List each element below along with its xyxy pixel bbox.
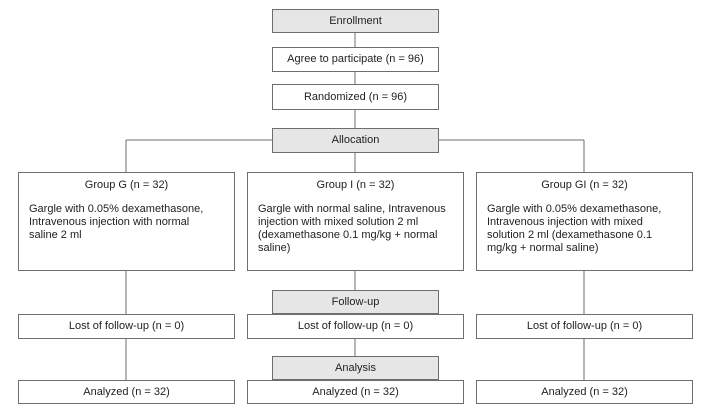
agree-label: Agree to participate (n = 96) [287, 53, 424, 65]
group-g-lost-box: Lost of follow-up (n = 0) [18, 314, 235, 339]
group-gi-title: Group GI (n = 32) [541, 179, 628, 191]
group-i-analyzed-label: Analyzed (n = 32) [312, 385, 399, 398]
group-i-title: Group I (n = 32) [316, 179, 395, 191]
group-gi-lost-box: Lost of follow-up (n = 0) [476, 314, 693, 339]
allocation-stage-box: Allocation [272, 128, 439, 153]
analysis-stage-box: Analysis [272, 356, 439, 380]
group-gi-analyzed-box: Analyzed (n = 32) [476, 380, 693, 404]
follow-up-stage-box: Follow-up [272, 290, 439, 314]
randomized-label: Randomized (n = 96) [303, 90, 408, 103]
group-i-lost-label: Lost of follow-up (n = 0) [297, 320, 414, 332]
group-i-description: Gargle with normal saline, Intravenous i… [258, 203, 446, 254]
group-gi-lost-label: Lost of follow-up (n = 0) [526, 320, 643, 332]
group-gi-description: Gargle with 0.05% dexamethasone, Intrave… [487, 203, 662, 254]
analysis-label: Analysis [335, 361, 376, 374]
group-i-box: Group I (n = 32) Gargle with normal sali… [247, 172, 464, 271]
group-i-lost-box: Lost of follow-up (n = 0) [247, 314, 464, 339]
group-g-title: Group G (n = 32) [84, 179, 169, 191]
enrollment-stage-box: Enrollment [272, 9, 439, 33]
group-gi-box: Group GI (n = 32) Gargle with 0.05% dexa… [476, 172, 693, 271]
enrollment-label: Enrollment [329, 14, 382, 27]
group-gi-analyzed-label: Analyzed (n = 32) [541, 385, 628, 398]
follow-up-label: Follow-up [331, 295, 380, 308]
group-g-lost-label: Lost of follow-up (n = 0) [68, 320, 185, 332]
randomized-box: Randomized (n = 96) [272, 84, 439, 110]
group-g-analyzed-label: Analyzed (n = 32) [83, 385, 170, 398]
group-i-analyzed-box: Analyzed (n = 32) [247, 380, 464, 404]
group-g-analyzed-box: Analyzed (n = 32) [18, 380, 235, 404]
group-g-box: Group G (n = 32) Gargle with 0.05% dexam… [18, 172, 235, 271]
agree-to-participate-box: Agree to participate (n = 96) [272, 47, 439, 72]
allocation-label: Allocation [331, 134, 380, 146]
group-g-description: Gargle with 0.05% dexamethasone, Intrave… [29, 203, 204, 241]
